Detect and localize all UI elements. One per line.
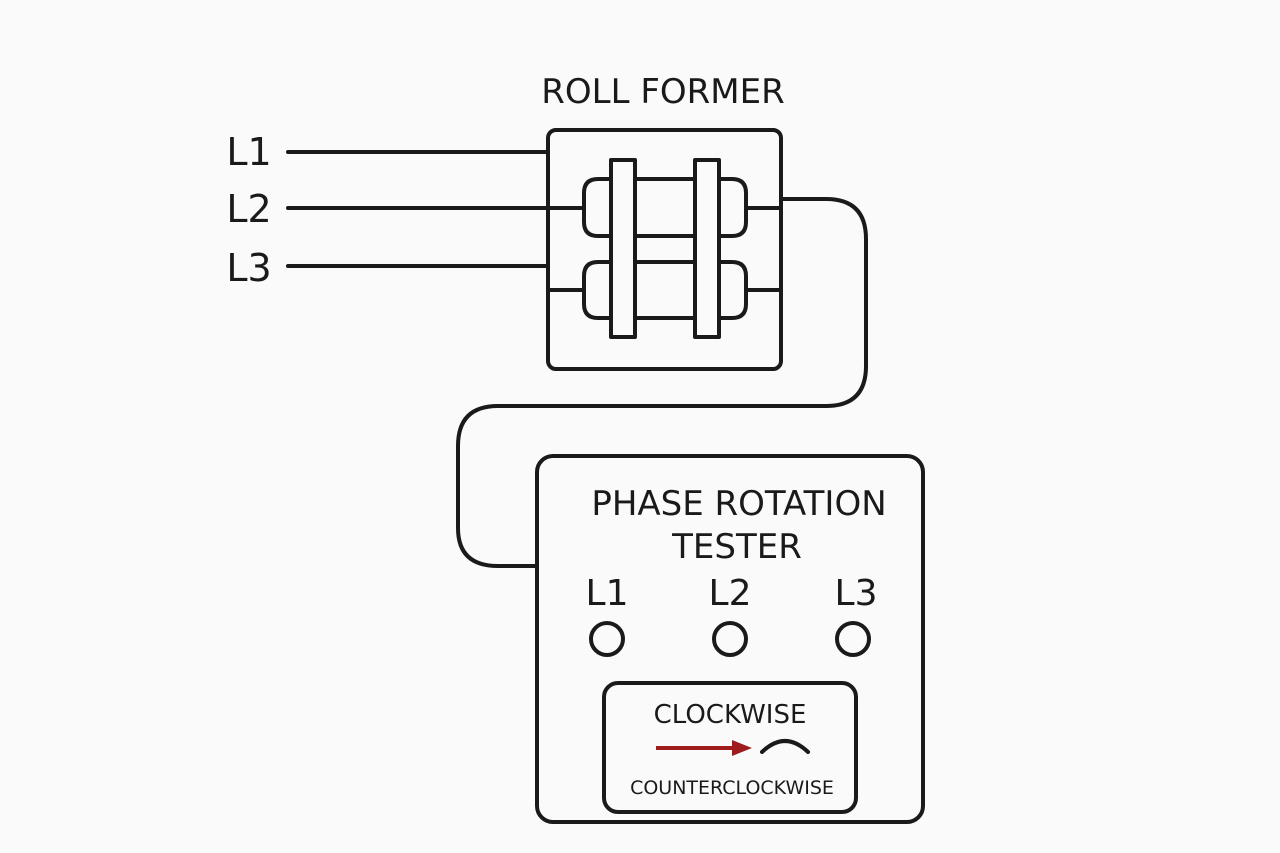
terminal-l2-indicator <box>712 621 748 657</box>
phase-rotation-tester <box>535 454 925 824</box>
terminal-label-l1: L1 <box>586 573 629 614</box>
tester-title-line1: PHASE ROTATION <box>591 484 886 524</box>
supply-label-l1: L1 <box>226 130 271 174</box>
supply-label-l2: L2 <box>226 187 271 231</box>
clockwise-label: CLOCKWISE <box>654 700 807 730</box>
terminal-l3-indicator <box>835 621 871 657</box>
rotation-arc-icon <box>760 739 810 754</box>
roll-former-title: ROLL FORMER <box>541 72 784 112</box>
terminal-label-l3: L3 <box>835 573 878 614</box>
test-lead-cable <box>456 197 868 568</box>
tester-title-line2: TESTER <box>671 527 802 567</box>
terminal-label-l2: L2 <box>709 573 752 614</box>
counterclockwise-label: COUNTERCLOCKWISE <box>630 777 834 799</box>
supply-label-l3: L3 <box>226 246 271 290</box>
rotation-indicator-panel <box>602 681 858 814</box>
terminal-l1-indicator <box>589 621 625 657</box>
direction-arrow-icon <box>656 740 752 756</box>
roll-former-symbol <box>546 128 783 371</box>
